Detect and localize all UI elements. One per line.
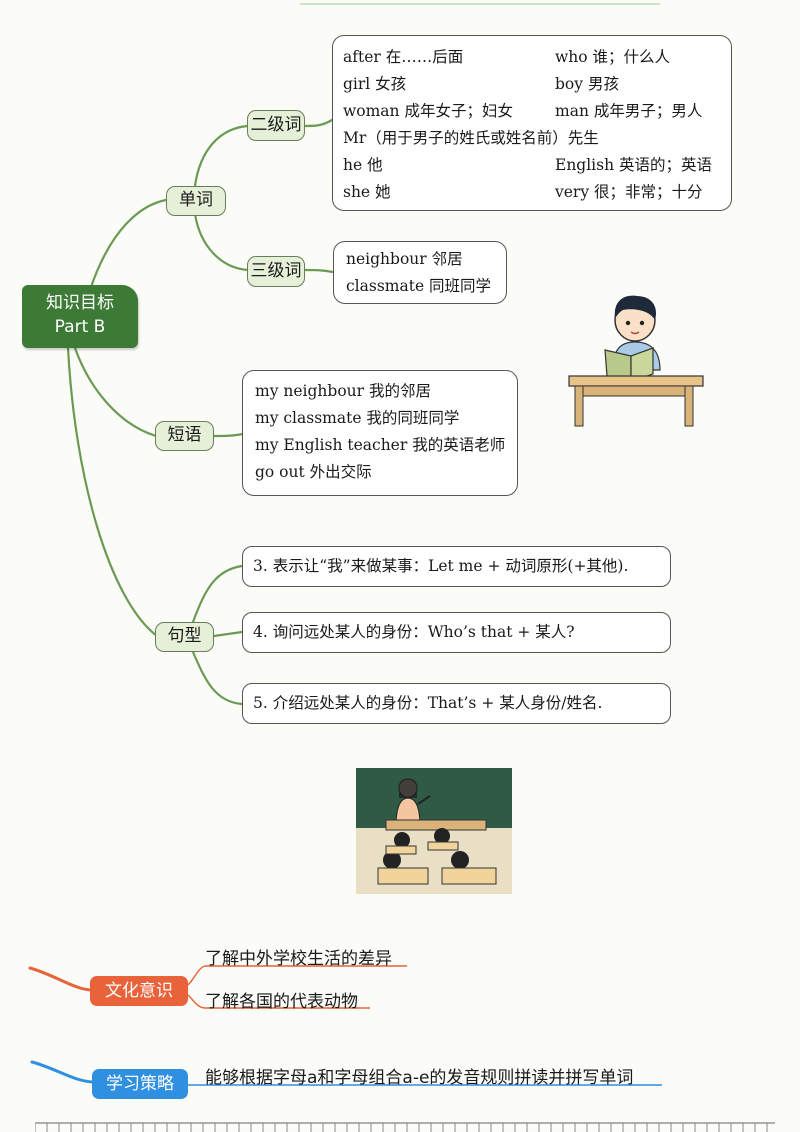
word-boy: boy 男孩: [555, 75, 619, 93]
phrases-box: my neighbour 我的邻居 my classmate 我的同班同学 my…: [242, 370, 518, 496]
word-mr: Mr（用于男子的姓氏或姓名前）先生: [343, 129, 599, 147]
culture-tag: 文化意识: [90, 976, 188, 1006]
word-woman: woman 成年女子；妇女: [343, 102, 513, 120]
phrase-item: my classmate 我的同班同学: [255, 409, 460, 427]
word-he: he 他: [343, 156, 383, 174]
culture-item: 了解中外学校生活的差异: [205, 949, 392, 969]
word-girl: girl 女孩: [343, 75, 407, 93]
word-after: after 在……后面: [343, 48, 464, 66]
phrase-item: my neighbour 我的邻居: [255, 382, 431, 400]
sentences-node: 句型: [155, 622, 214, 652]
strategy-text: 能够根据字母a和字母组合a-e的发音规则拼读并拼写单词: [205, 1068, 634, 1088]
strategy-tag: 学习策略: [92, 1069, 188, 1099]
classroom-illustration: [356, 768, 512, 894]
word-neighbour: neighbour 邻居: [346, 250, 463, 268]
level3-words-node: 三级词: [247, 256, 305, 287]
level3-words-box: neighbour 邻居 classmate 同班同学: [333, 241, 507, 304]
level2-words-node: 二级词: [247, 110, 305, 141]
word-man: man 成年男子；男人: [555, 102, 703, 120]
sentence-item-3: 3. 表示让“我”来做某事：Let me + 动词原形(+其他).: [242, 546, 671, 587]
root-subtitle: Part B: [54, 317, 106, 337]
word-she: she 她: [343, 183, 391, 201]
level2-words-box: after 在……后面 who 谁；什么人 girl 女孩 boy 男孩 wom…: [332, 35, 732, 211]
phrases-node: 短语: [155, 421, 214, 451]
word-who: who 谁；什么人: [555, 48, 671, 66]
culture-item: 了解各国的代表动物: [205, 992, 358, 1012]
boy-reading-illustration: [568, 295, 704, 427]
word-very: very 很；非常；十分: [555, 183, 703, 201]
sentence-item-5: 5. 介绍远处某人的身份：That’s + 某人身份/姓名.: [242, 683, 671, 724]
phrase-item: go out 外出交际: [255, 463, 372, 481]
word-classmate: classmate 同班同学: [346, 277, 492, 295]
word-english: English 英语的；英语: [555, 156, 712, 174]
sentence-item-4: 4. 询问远处某人的身份：Who’s that + 某人?: [242, 612, 671, 653]
words-node: 单词: [166, 186, 226, 216]
bottom-ruler: [35, 1122, 775, 1132]
root-title: 知识目标: [46, 293, 114, 313]
phrase-item: my English teacher 我的英语老师: [255, 436, 506, 454]
root-node: 知识目标 Part B: [22, 285, 138, 348]
